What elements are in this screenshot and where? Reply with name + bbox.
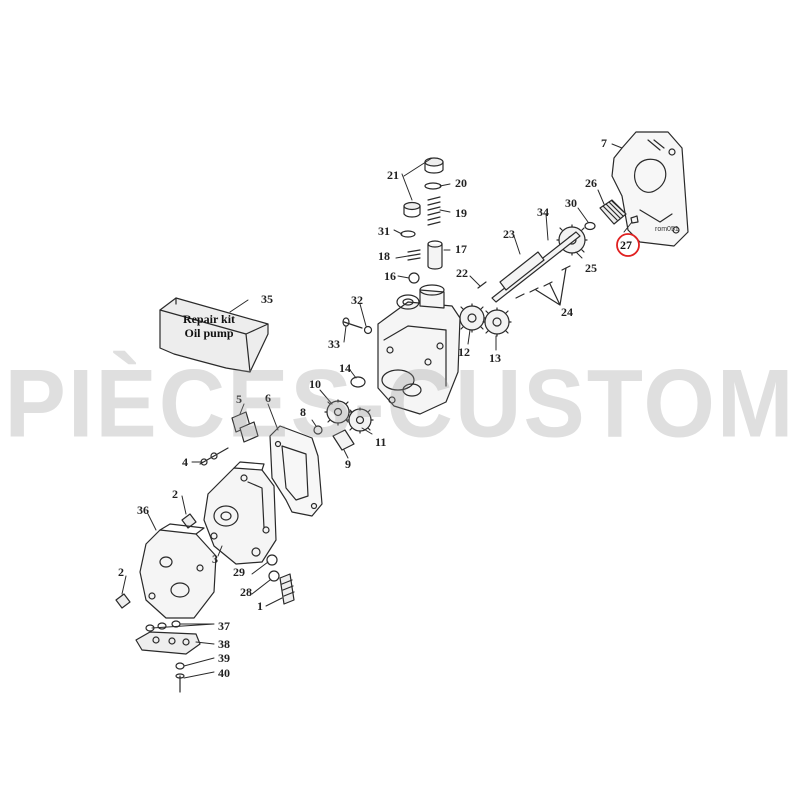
part-label-12: 12 xyxy=(458,345,470,359)
part-label-10: 10 xyxy=(309,377,321,391)
kit-label-line2: Oil pump xyxy=(184,326,234,341)
part-5-fittings xyxy=(231,411,259,443)
part-8-washer xyxy=(313,425,323,435)
part-label-20: 20 xyxy=(455,176,467,190)
part-40-screw xyxy=(175,673,185,693)
part-label-39: 39 xyxy=(218,651,230,665)
part-label-16: 16 xyxy=(384,269,396,283)
part-38-plate xyxy=(135,631,201,655)
part-27-key xyxy=(630,215,639,224)
part-11-gear xyxy=(346,407,374,434)
part-label-26: 26 xyxy=(585,176,597,190)
part-10-gear xyxy=(324,399,352,426)
part-label-17: 17 xyxy=(455,242,467,256)
part-label-4: 4 xyxy=(182,455,188,469)
part-28-seal xyxy=(268,570,280,582)
part-label-11: 11 xyxy=(375,435,387,449)
part-label-3: 3 xyxy=(212,552,218,566)
part-3-cover xyxy=(203,461,277,565)
part-18-spring xyxy=(407,249,421,261)
part-37-o-rings xyxy=(145,620,181,632)
part-label-32: 32 xyxy=(351,293,363,307)
part-label-18: 18 xyxy=(378,249,390,263)
leader-lines xyxy=(121,143,633,679)
part-label-24: 24 xyxy=(561,305,573,319)
reference-code: rom051 xyxy=(655,226,679,233)
part-19-spring xyxy=(427,196,441,226)
part-label-35: 35 xyxy=(261,292,273,306)
part-label-13: 13 xyxy=(489,351,501,365)
part-label-8: 8 xyxy=(300,405,306,419)
part-31-o-ring xyxy=(400,230,416,238)
part-label-37: 37 xyxy=(218,619,230,633)
part-label-14: 14 xyxy=(339,361,351,375)
part-2-plug-lower xyxy=(115,593,131,609)
part-label-1: 1 xyxy=(257,599,263,613)
part-21-cap-lower xyxy=(403,201,421,218)
part-20-o-ring xyxy=(424,182,442,190)
repair-kit-label: Repair kit Oil pump xyxy=(168,312,250,341)
part-30-washer xyxy=(584,221,596,231)
part-label-9: 9 xyxy=(345,457,351,471)
part-label-23: 23 xyxy=(503,227,515,241)
part-label-33: 33 xyxy=(328,337,340,351)
part-9-pin xyxy=(332,429,355,451)
part-23-shaft xyxy=(499,251,545,291)
part-label-27: 27 xyxy=(620,238,632,252)
part-26-worm-gear xyxy=(599,199,627,225)
part-label-6: 6 xyxy=(265,391,271,405)
kit-label-line1: Repair kit xyxy=(182,312,236,326)
pump-body xyxy=(377,284,461,415)
part-label-22: 22 xyxy=(456,266,468,280)
part-label-21a: 21 xyxy=(387,168,399,182)
part-label-40: 40 xyxy=(218,666,230,680)
part-label-25: 25 xyxy=(585,261,597,275)
part-32-washer xyxy=(363,325,373,335)
part-4-bolt xyxy=(199,447,229,466)
highlight-circle xyxy=(616,233,640,257)
part-label-2b: 2 xyxy=(118,565,124,579)
part-6-gasket xyxy=(269,425,323,517)
part-label-7: 7 xyxy=(601,136,607,150)
part-label-28: 28 xyxy=(240,585,252,599)
part-label-5: 5 xyxy=(236,392,242,406)
part-label-29: 29 xyxy=(233,565,245,579)
part-label-19: 19 xyxy=(455,206,467,220)
part-label-31: 31 xyxy=(378,224,390,238)
part-12-gear xyxy=(457,303,487,333)
part-14-seal xyxy=(350,376,366,388)
part-label-34: 34 xyxy=(537,205,549,219)
part-22-pin xyxy=(477,281,487,289)
part-label-2a: 2 xyxy=(172,487,178,501)
part-36-housing xyxy=(139,523,217,619)
part-16-ball xyxy=(408,272,420,284)
part-39-washer xyxy=(175,662,185,670)
part-1-plug xyxy=(279,573,295,605)
part-29-washer xyxy=(266,554,278,566)
part-label-38: 38 xyxy=(218,637,230,651)
part-label-30: 30 xyxy=(565,196,577,210)
part-17-piston xyxy=(427,240,443,270)
part-35-repair-kit-box xyxy=(159,297,269,373)
part-label-36: 36 xyxy=(137,503,149,517)
part-13-gear xyxy=(482,307,512,337)
part-24-keys xyxy=(515,265,571,306)
